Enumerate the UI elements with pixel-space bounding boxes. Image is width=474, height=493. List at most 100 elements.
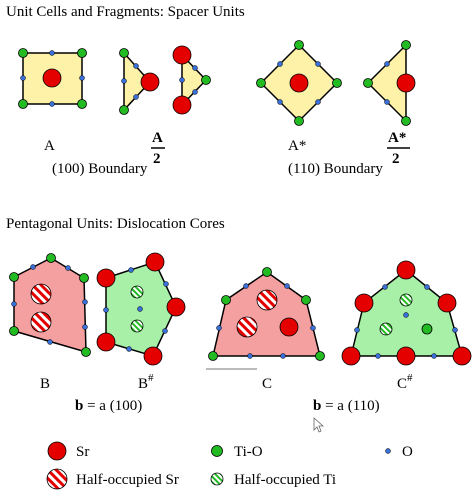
ti-atom [77, 99, 87, 109]
ti-atom [77, 48, 87, 58]
legend-ti-o-label: Ti-O [234, 444, 263, 460]
sr-atom [289, 73, 309, 93]
o-atom [103, 307, 109, 313]
label-boundary-100: (100) Boundary [52, 161, 148, 177]
ti-atom [81, 347, 91, 357]
o-atom [277, 61, 283, 67]
o-atom [284, 283, 290, 289]
ti-atom [363, 78, 373, 88]
o-atom [315, 61, 321, 67]
unit-c [208, 267, 325, 361]
label-a-star: A* [288, 138, 306, 154]
ti-atom [315, 351, 325, 361]
sr-atom [166, 297, 186, 317]
o-atom [280, 353, 286, 359]
o-atom [247, 353, 253, 359]
label-a-half-denominator: 2 [153, 151, 161, 167]
o-atom [277, 99, 283, 105]
o-atom [128, 267, 134, 273]
o-atom [82, 324, 88, 330]
o-atom [163, 281, 169, 287]
o-atom [133, 94, 139, 100]
o-atom [424, 284, 430, 290]
half-ti-atom [130, 319, 144, 333]
o-atom [315, 99, 321, 105]
sr-atom [42, 68, 62, 88]
ti-atom [208, 351, 218, 361]
o-atom [82, 299, 88, 305]
half-sr-atom [30, 283, 52, 305]
half-ti-atom [130, 285, 144, 299]
legend: Sr Ti-O O Half-occupied Sr Half-occupied… [46, 441, 413, 490]
label-c-hash: C# [397, 372, 413, 392]
sr-atom [140, 72, 160, 92]
unit-b [9, 253, 91, 357]
half-sr-atom [256, 289, 278, 311]
sr-atom [437, 293, 457, 313]
label-b-hash: B# [138, 372, 154, 392]
label-c: C [262, 376, 272, 392]
ti-atom [46, 253, 56, 263]
ti-atom [301, 295, 311, 305]
ti-atom [221, 295, 231, 305]
legend-ti-o-swatch [211, 445, 223, 457]
o-atom [403, 312, 409, 318]
unit-b-hash [96, 252, 186, 366]
o-atom [384, 99, 390, 105]
sr-atom [145, 252, 165, 272]
o-atom [133, 63, 139, 69]
half-sr-atom [30, 311, 52, 333]
o-atom [137, 306, 143, 312]
unit-c-hash [341, 260, 472, 366]
o-atom [49, 50, 55, 56]
o-atom [384, 61, 390, 67]
sr-atom [396, 73, 416, 93]
unit-a-half-right [172, 45, 211, 115]
o-atom [11, 301, 17, 307]
ti-atom [119, 48, 129, 58]
o-atom [375, 353, 381, 359]
label-a-star-half-numerator: A* [388, 130, 406, 146]
sr-atom [396, 346, 416, 366]
sr-atom [143, 346, 163, 366]
unit-a-star-half [363, 40, 416, 126]
half-ti-atom [379, 322, 393, 336]
label-a-half-numerator: A [152, 130, 163, 146]
o-atom [243, 283, 249, 289]
label-b: B [40, 376, 50, 392]
legend-sr-label: Sr [76, 444, 89, 460]
title-pentagonal-units: Pentagonal Units: Dislocation Cores [6, 216, 225, 232]
o-atom [431, 353, 437, 359]
label-burgers-110: b = a (110) [313, 398, 380, 414]
ti-atom [9, 326, 19, 336]
label-burgers-100: b = a (100) [75, 398, 142, 414]
unit-a-star [256, 40, 342, 126]
ti-atom [401, 40, 411, 50]
o-atom [79, 75, 85, 81]
o-atom [216, 325, 222, 331]
o-atom [452, 327, 458, 333]
label-boundary-110: (110) Boundary [288, 161, 383, 177]
o-atom [47, 339, 53, 345]
ti-atom [79, 273, 89, 283]
legend-o-swatch [385, 448, 391, 454]
legend-half-ti-swatch [210, 472, 224, 486]
sr-atom [396, 260, 416, 280]
ti-atom [294, 116, 304, 126]
ti-atom [18, 99, 28, 109]
o-atom [49, 101, 55, 107]
sr-atom [96, 332, 116, 352]
unit-a-half-left [119, 48, 160, 115]
o-atom [310, 325, 316, 331]
o-atom [30, 264, 36, 270]
o-atom [20, 75, 26, 81]
legend-half-ti-label: Half-occupied Ti [234, 472, 336, 488]
legend-sr-swatch [47, 441, 67, 461]
o-atom [121, 78, 127, 84]
ti-atom [262, 267, 272, 277]
legend-half-sr-label: Half-occupied Sr [76, 472, 179, 488]
ti-atom [256, 78, 266, 88]
unit-a [18, 48, 87, 109]
sr-atom [279, 317, 299, 337]
